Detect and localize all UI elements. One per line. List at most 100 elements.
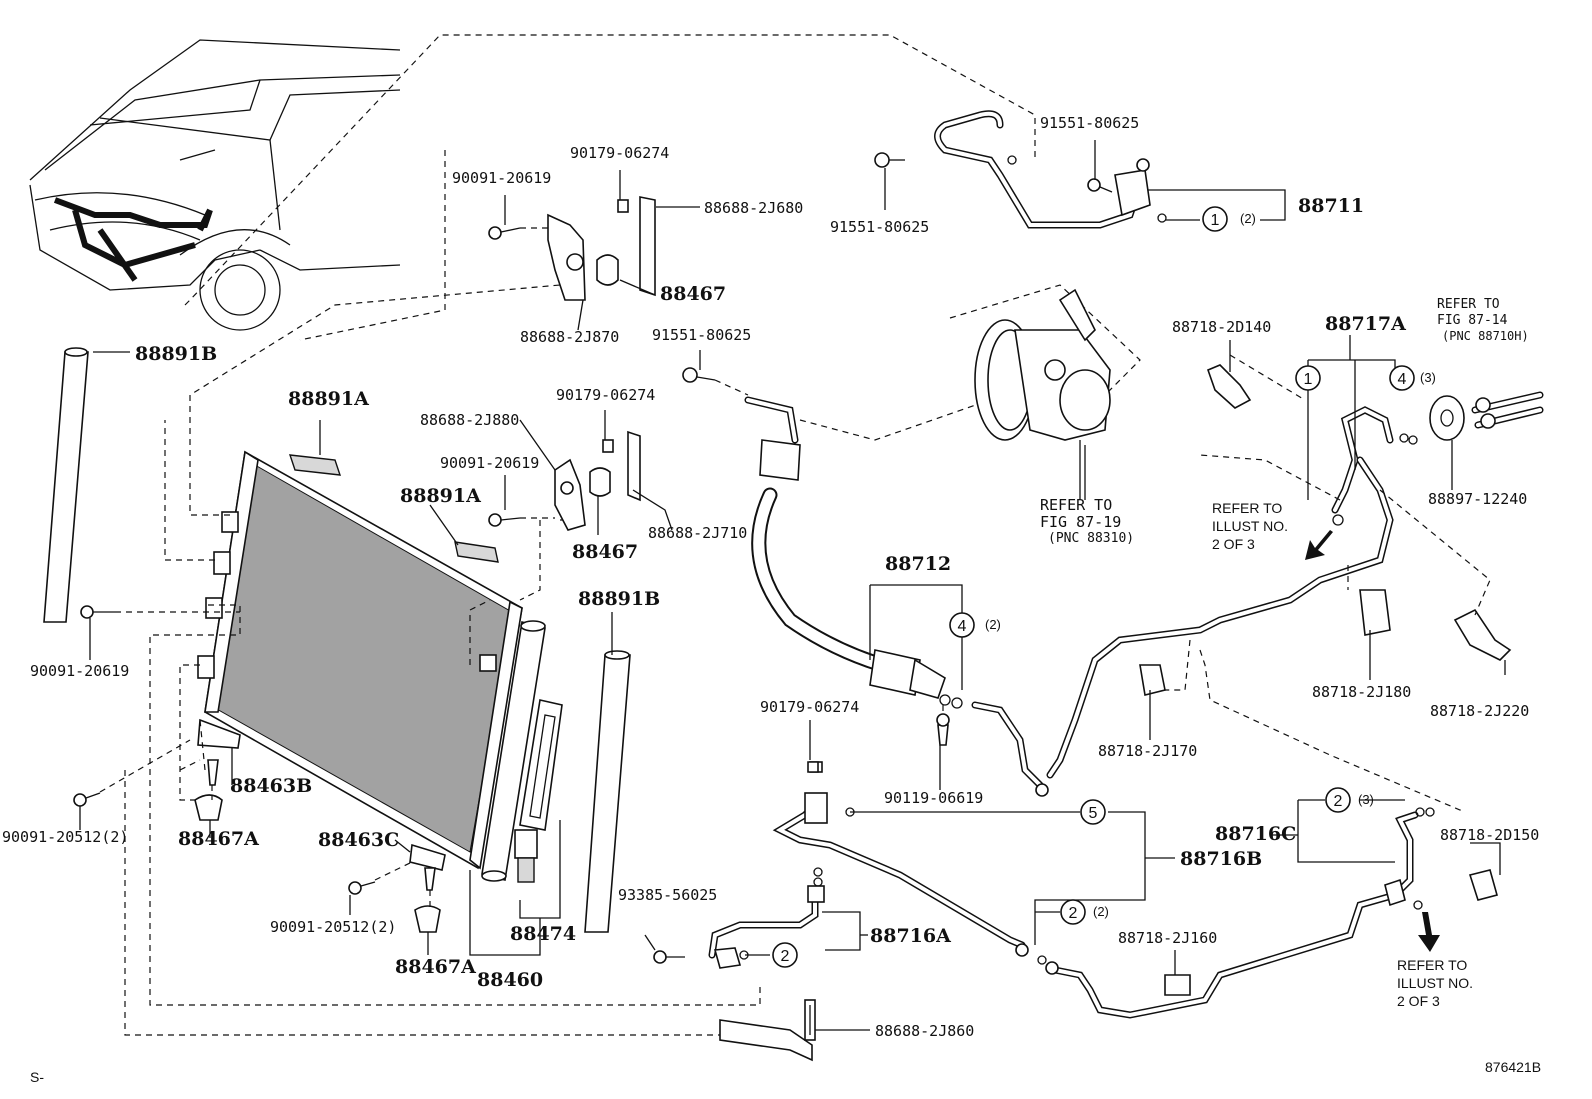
bracket-88688-2J860 xyxy=(719,999,816,1062)
label-88718-2J180: 88718-2J180 xyxy=(1312,683,1411,701)
note-line: REFER TO xyxy=(1437,297,1500,312)
leader-lines xyxy=(79,140,1506,1031)
label-88891B-top: 88891B xyxy=(135,343,217,365)
note-line: FIG 87-14 xyxy=(1437,313,1508,328)
label-91551-80625-b: 91551-80625 xyxy=(830,218,929,236)
label-90119-06619: 90119-06619 xyxy=(884,789,983,807)
label-90091-20619-left: 90091-20619 xyxy=(30,662,129,680)
label-88718-2J160: 88718-2J160 xyxy=(1118,929,1217,947)
note-line: REFER TO xyxy=(1040,496,1112,514)
harness-highlight xyxy=(53,197,213,282)
pipe-88717A xyxy=(1046,406,1418,779)
seal-88891A-mid xyxy=(454,541,499,563)
note-line: 2 OF 3 xyxy=(1212,536,1255,552)
label-88897-12240: 88897-12240 xyxy=(1428,490,1527,508)
label-88891A-mid: 88891A xyxy=(400,485,481,507)
bracket-group-mid xyxy=(488,430,641,531)
label-88474: 88474 xyxy=(510,923,576,945)
label-88716C: 88716C xyxy=(1215,823,1296,845)
label-88688-2J710: 88688-2J710 xyxy=(648,524,747,542)
callout-88717A-left: 1 xyxy=(1304,371,1313,388)
compressor-reference xyxy=(799,284,1141,500)
label-88688-2J860: 88688-2J860 xyxy=(875,1022,974,1040)
label-88718-2D140: 88718-2D140 xyxy=(1172,318,1271,336)
label-88718-2D150: 88718-2D150 xyxy=(1440,826,1539,844)
label-88688-2J680: 88688-2J680 xyxy=(704,199,803,217)
label-90091-20619-top: 90091-20619 xyxy=(452,169,551,187)
label-88467-top: 88467 xyxy=(660,283,726,305)
seal-88891A-top xyxy=(288,454,342,476)
vehicle-location-inset xyxy=(29,39,446,341)
label-88891B-right: 88891B xyxy=(578,588,660,610)
label-88467-mid: 88467 xyxy=(572,541,638,563)
label-90179-06274-top: 90179-06274 xyxy=(570,144,669,162)
label-90179-06274-mid: 90179-06274 xyxy=(556,386,655,404)
note-line: (PNC 88310) xyxy=(1048,531,1134,546)
note-illust-upper: REFER TO ILLUST NO. 2 OF 3 xyxy=(1212,500,1288,552)
label-88718-2J170: 88718-2J170 xyxy=(1098,742,1197,760)
label-88716B: 88716B xyxy=(1180,848,1262,870)
label-88467A-mid: 88467A xyxy=(395,956,476,978)
arrow-upper xyxy=(1305,530,1333,560)
bracket-group-top xyxy=(488,196,656,331)
pipe-88716A xyxy=(653,885,825,969)
note-line: REFER TO xyxy=(1212,500,1282,516)
callout-88716C-num: 2 xyxy=(1334,793,1343,810)
discharge-hose-88711 xyxy=(874,110,1167,229)
label-88688-2J880: 88688-2J880 xyxy=(420,411,519,429)
note-line: ILLUST NO. xyxy=(1397,975,1473,991)
label-88467A-left: 88467A xyxy=(178,828,259,850)
label-88711: 88711 xyxy=(1298,195,1364,217)
pipe-88716B xyxy=(772,761,1047,965)
pipe-88716C xyxy=(1045,807,1435,1019)
label-90091-20619-mid: 90091-20619 xyxy=(440,454,539,472)
rubber-strip-88891B-right xyxy=(584,650,631,933)
note-line: REFER TO xyxy=(1397,957,1467,973)
label-88463C: 88463C xyxy=(318,829,399,851)
label-88718-2J220: 88718-2J220 xyxy=(1430,702,1529,720)
callout-88717A-right: 4 xyxy=(1398,371,1407,388)
callout-88716C-qty: (3) xyxy=(1358,792,1374,807)
condenser-brackets xyxy=(197,511,497,871)
callout-circles xyxy=(772,206,1415,968)
callout-88711-num: 1 xyxy=(1211,212,1220,229)
note-fig-87-19: REFER TO FIG 87-19 (PNC 88310) xyxy=(1040,496,1134,546)
condenser-88460 xyxy=(204,450,546,882)
note-line: 2 OF 3 xyxy=(1397,993,1440,1009)
bolts-left xyxy=(73,605,441,933)
rubber-strip-88891B-left xyxy=(43,347,89,623)
expansion-valve-88897 xyxy=(1429,391,1544,441)
label-90091-20512-mid: 90091-20512(2) xyxy=(270,918,396,936)
note-line: FIG 87-19 xyxy=(1040,513,1121,531)
label-91551-80625-c: 91551-80625 xyxy=(652,326,751,344)
label-88712: 88712 xyxy=(885,553,951,575)
note-illust-lower: REFER TO ILLUST NO. 2 OF 3 xyxy=(1397,957,1473,1009)
figure-id: 876421B xyxy=(1485,1059,1541,1075)
clamps xyxy=(1139,354,1512,996)
receiver-frame xyxy=(514,699,563,883)
callout-88716B-top: 5 xyxy=(1089,805,1098,822)
label-88460: 88460 xyxy=(477,969,543,991)
callout-88717A-qty: (3) xyxy=(1420,370,1436,385)
bolts-center xyxy=(682,367,950,773)
label-93385-56025: 93385-56025 xyxy=(618,886,717,904)
note-line: (PNC 88710H) xyxy=(1442,329,1529,343)
note-fig-87-14: REFER TO FIG 87-14 (PNC 88710H) xyxy=(1437,297,1529,343)
arrow-lower xyxy=(1418,912,1440,952)
label-88716A: 88716A xyxy=(870,925,951,947)
callout-88712-num: 4 xyxy=(958,618,967,635)
label-90091-20512-left: 90091-20512(2) xyxy=(2,828,128,846)
note-line: ILLUST NO. xyxy=(1212,518,1288,534)
callout-88716A-num: 2 xyxy=(781,948,790,965)
suction-hose-88712 xyxy=(744,396,1049,797)
callout-88716B-low: 2 xyxy=(1069,905,1078,922)
callout-88712-qty: (2) xyxy=(985,617,1001,632)
callout-88716B-qty: (2) xyxy=(1093,904,1109,919)
label-88717A: 88717A xyxy=(1325,313,1406,335)
label-91551-80625-a: 91551-80625 xyxy=(1040,114,1139,132)
label-90179-06274-low: 90179-06274 xyxy=(760,698,859,716)
label-88463B: 88463B xyxy=(230,775,312,797)
corner-mark: S- xyxy=(30,1069,44,1085)
label-88688-2J870: 88688-2J870 xyxy=(520,328,619,346)
